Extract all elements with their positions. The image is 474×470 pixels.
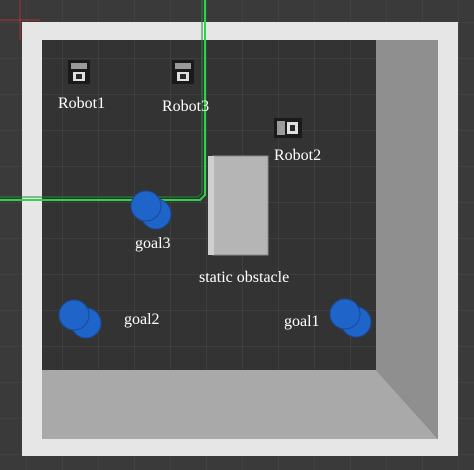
bottom-wall-shade	[42, 370, 438, 439]
robot3-icon[interactable]	[172, 60, 194, 84]
goal2-marker-icon[interactable]	[58, 299, 102, 339]
static-obstacle-side	[208, 156, 214, 255]
static-obstacle-shape[interactable]	[212, 155, 269, 256]
planned-path-line-2	[0, 0, 203, 198]
robot3-label: Robot3	[162, 98, 210, 115]
goal1-label: goal1	[284, 313, 320, 330]
robot1-label: Robot1	[58, 95, 106, 112]
planned-path-line	[0, 0, 206, 201]
right-wall-shade	[376, 40, 438, 439]
goal3-label: goal3	[135, 235, 171, 252]
robot2-icon[interactable]	[274, 118, 302, 138]
goal2-label: goal2	[124, 311, 160, 328]
robot1-icon[interactable]	[68, 60, 90, 84]
goal3-marker-icon[interactable]	[130, 190, 172, 230]
static-obstacle-label: static obstacle	[199, 269, 290, 286]
goal1-marker-icon[interactable]	[329, 298, 372, 338]
robot2-label: Robot2	[274, 147, 322, 164]
